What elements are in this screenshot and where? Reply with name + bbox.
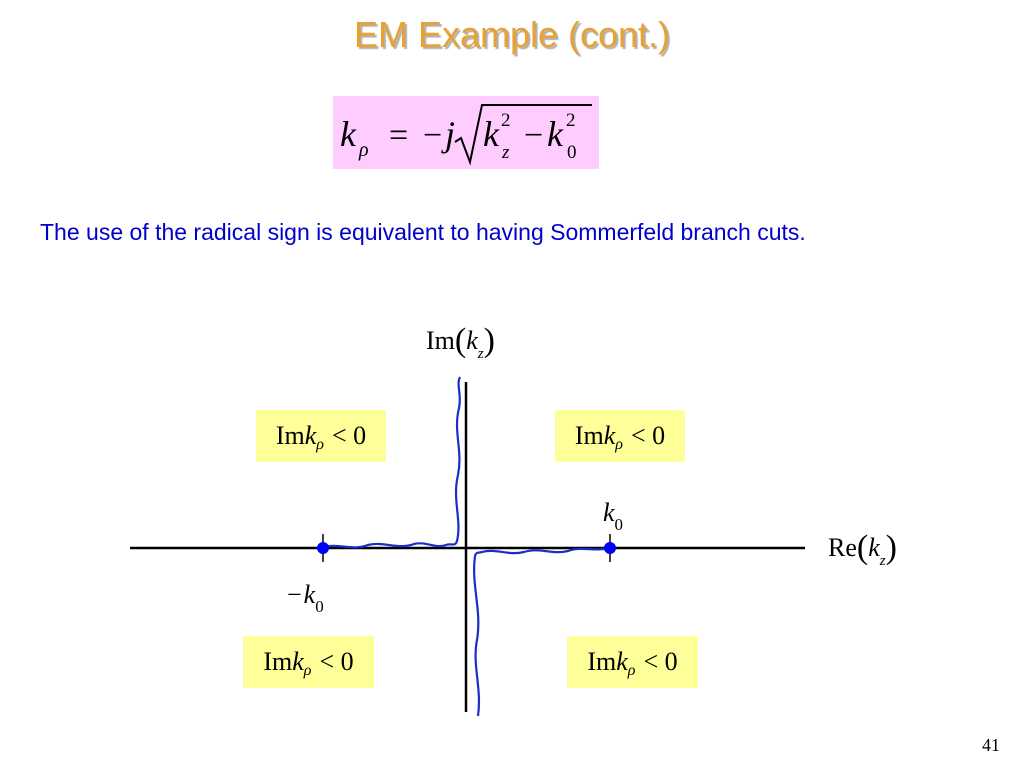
branch-point-neg-k0 [317,542,329,554]
imag-axis-sub: z [477,346,484,362]
eq-k0-sub: 0 [567,142,577,163]
region-sub: ρ [316,436,324,453]
region-relation: < 0 [319,647,354,676]
pos-k0-sub: 0 [614,515,624,534]
eq-minus: − [423,117,442,154]
neg-k0-var: k [303,580,316,609]
region-var: k [603,421,616,450]
eq-kz-sub: z [501,142,510,163]
region-fn: Im [587,647,617,676]
eq-minus-2: − [524,117,543,154]
neg-k0-sign: − [287,580,302,609]
neg-k0-label: −k0 [287,580,324,616]
region-relation: < 0 [643,647,678,676]
region-var: k [616,647,628,676]
region-sub: ρ [615,436,623,453]
imag-axis-fn: Im [426,326,455,355]
radical-sign [454,104,592,166]
branch-cut-left [322,376,462,549]
eq-equals: = [389,117,408,154]
equation: k ρ = − j k 2 z − k 2 0 [340,104,592,166]
region-relation: < 0 [331,421,367,450]
region-var: k [292,647,304,676]
eq-kz-sup: 2 [501,110,511,131]
eq-kz-var: k [483,114,500,154]
equation-box: k ρ = − j k 2 z − k 2 0 [333,96,599,169]
slide-number: 41 [982,735,1000,755]
eq-lhs-sub: ρ [358,139,369,161]
real-axis-sub: z [879,553,886,569]
region-relation: < 0 [630,421,666,450]
real-axis-label: Re(kz) [828,529,897,570]
branch-point-pos-k0 [604,542,616,554]
imag-axis-label: Im(kz) [426,322,495,363]
eq-lhs-var: k [340,114,357,154]
subtitle-text: The use of the radical sign is equivalen… [40,219,806,245]
eq-imag-unit: j [441,114,455,154]
slide-title: EM Example (cont.) [353,14,671,55]
pos-k0-label: k0 [603,498,623,534]
real-axis-fn: Re [828,533,857,562]
region-fn: Im [574,421,604,450]
imag-axis-var: k [466,326,478,355]
region-var: k [304,421,317,450]
branch-cut-right [473,546,611,717]
region-sub: ρ [303,662,312,679]
eq-k0-sup: 2 [566,110,576,131]
region-fn: Im [263,647,293,676]
pos-k0-var: k [603,498,615,527]
region-fn: Im [275,421,305,450]
region-sub: ρ [627,662,636,679]
neg-k0-sub: 0 [315,597,324,616]
real-axis-var: k [868,533,880,562]
eq-k0-var: k [547,114,564,154]
